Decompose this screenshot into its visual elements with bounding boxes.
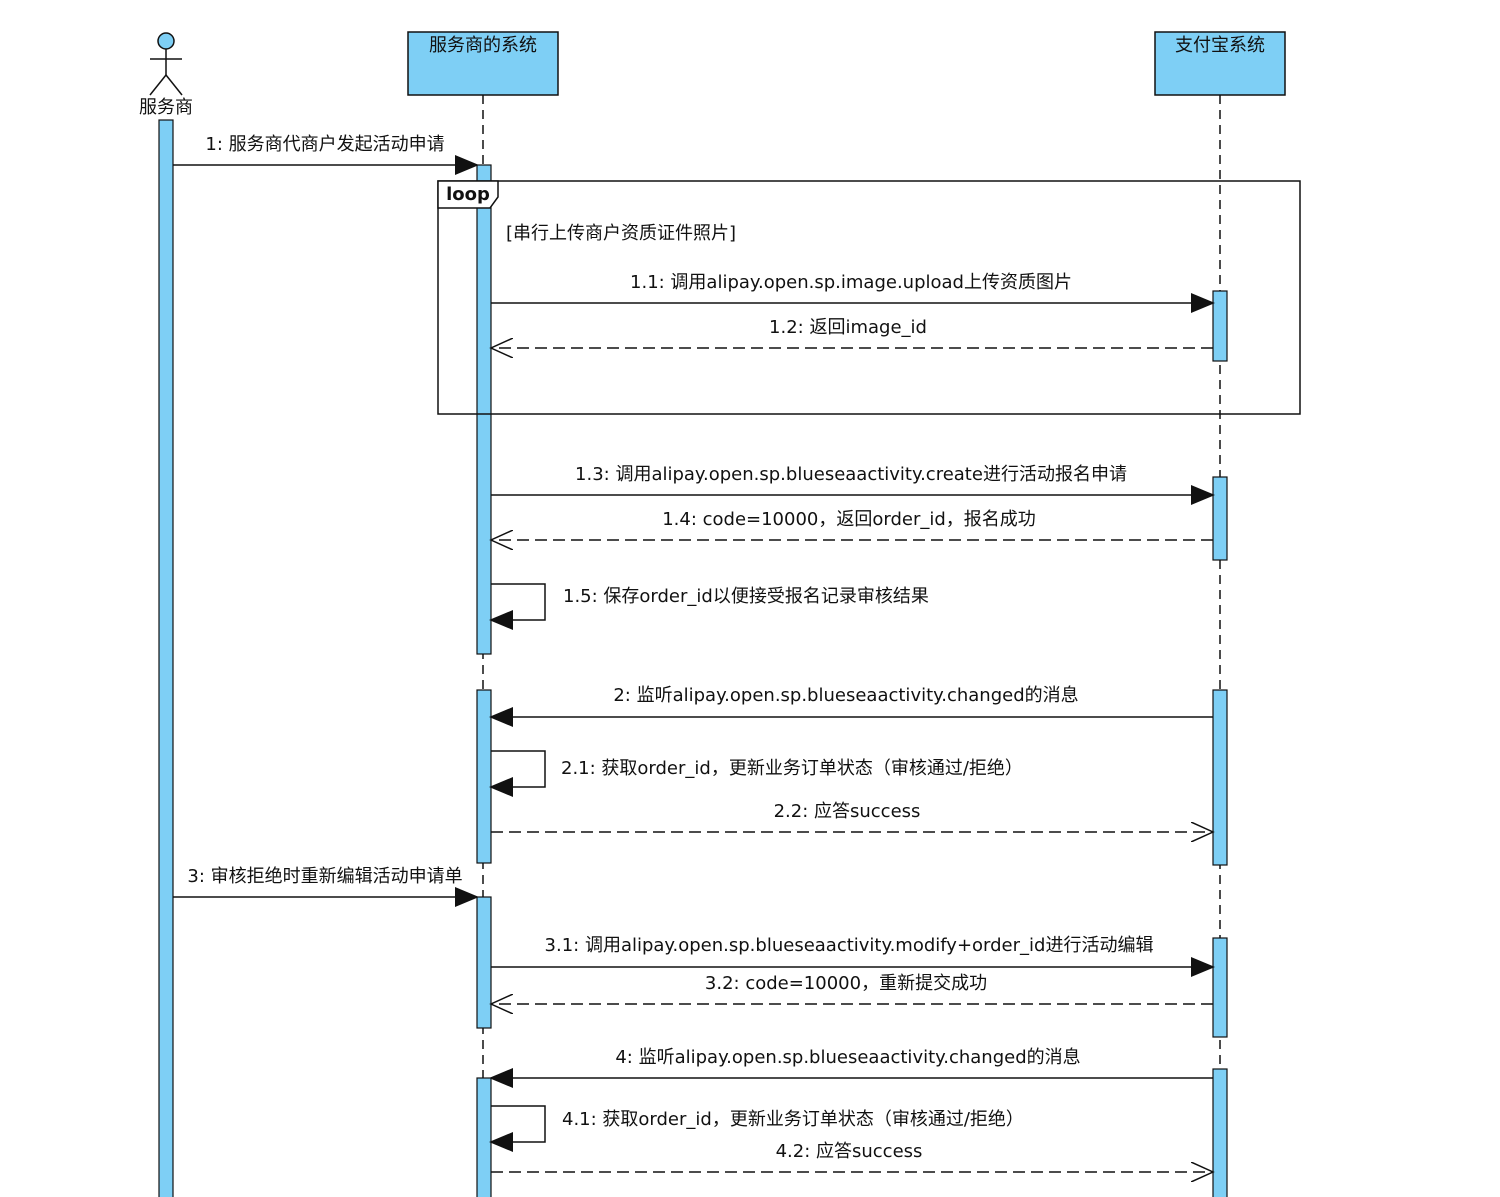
message-label: 2.2: 应答success — [774, 801, 921, 822]
message-label: 4: 监听alipay.open.sp.blueseaactivity.chan… — [615, 1047, 1080, 1068]
loop-tab — [437, 180, 499, 209]
message-label: 3.2: code=10000，重新提交成功 — [705, 973, 987, 994]
self-message-arrow — [489, 750, 546, 797]
message-label: 2: 监听alipay.open.sp.blueseaactivity.chan… — [613, 685, 1078, 706]
message-label: 1: 服务商代商户发起活动申请 — [205, 134, 444, 155]
loop-fragment — [437, 180, 1301, 415]
self-message-arrow — [489, 1105, 546, 1152]
actor-figure-icon — [149, 32, 183, 96]
message-label: 4.2: 应答success — [776, 1141, 923, 1162]
message-label: 4.1: 获取order_id，更新业务订单状态（审核通过/拒绝） — [562, 1109, 1024, 1130]
participant-actor-label: 服务商 — [139, 97, 193, 118]
message-label: 1.1: 调用alipay.open.sp.image.upload上传资质图片 — [630, 272, 1072, 293]
activation-provider-1 — [476, 164, 492, 655]
participant-alipay-label: 支付宝系统 — [1175, 35, 1265, 56]
participant-alipay-box — [1154, 31, 1286, 96]
loop-keyword: loop — [446, 184, 490, 205]
self-message-arrow — [489, 583, 546, 630]
message-label: 1.4: code=10000，返回order_id，报名成功 — [662, 509, 1036, 530]
activation-actor — [158, 119, 174, 1197]
participant-provider-label: 服务商的系统 — [429, 35, 537, 56]
activation-provider-3 — [476, 896, 492, 1029]
participant-provider-box — [407, 31, 559, 96]
activation-alipay-4 — [1212, 937, 1228, 1038]
message-label: 1.2: 返回image_id — [769, 317, 927, 338]
activation-alipay-5 — [1212, 1068, 1228, 1197]
activation-alipay-2 — [1212, 476, 1228, 561]
activation-alipay-3 — [1212, 689, 1228, 866]
loop-guard: [串行上传商户资质证件照片] — [506, 223, 736, 244]
activation-provider-4 — [476, 1077, 492, 1197]
message-label: 3.1: 调用alipay.open.sp.blueseaactivity.mo… — [545, 935, 1154, 956]
message-label: 2.1: 获取order_id，更新业务订单状态（审核通过/拒绝） — [561, 758, 1023, 779]
message-label: 1.3: 调用alipay.open.sp.blueseaactivity.cr… — [575, 464, 1127, 485]
activation-provider-2 — [476, 689, 492, 864]
activation-alipay-1 — [1212, 290, 1228, 362]
message-label: 3: 审核拒绝时重新编辑活动申请单 — [187, 866, 462, 887]
message-label: 1.5: 保存order_id以便接受报名记录审核结果 — [563, 586, 929, 607]
